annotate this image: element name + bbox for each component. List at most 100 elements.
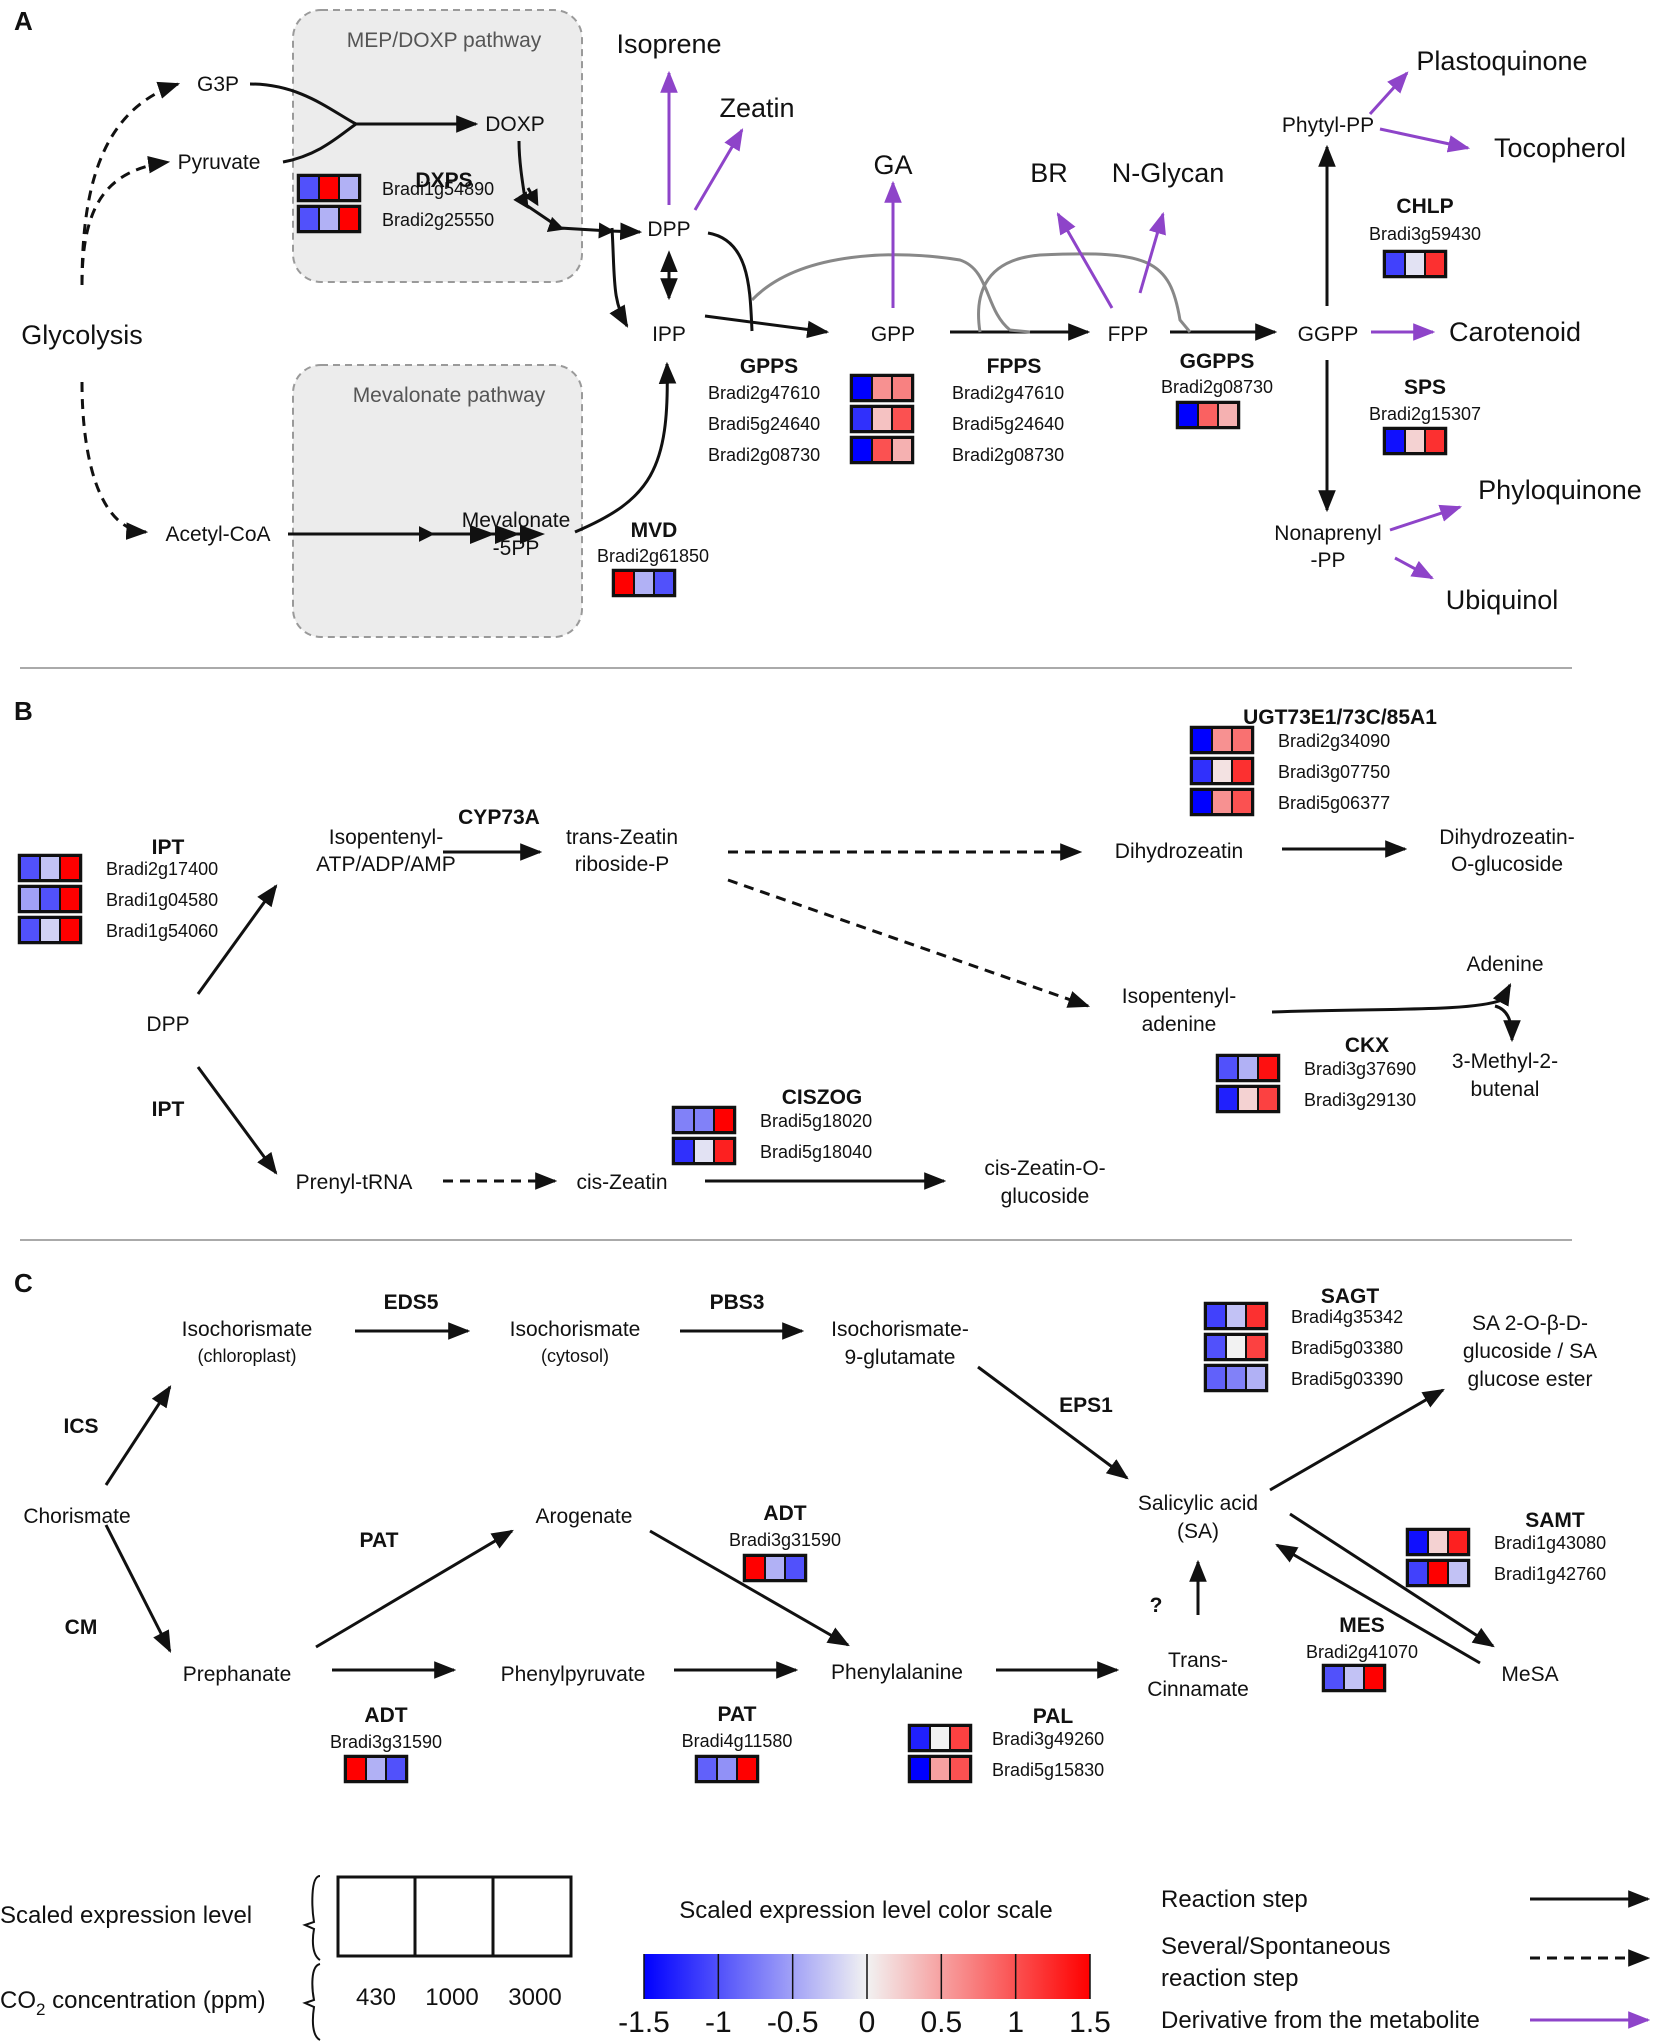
- enzyme-dxps-cell: [338, 175, 360, 201]
- metabolite-sag-2: glucoside / SA: [1463, 1340, 1597, 1363]
- enzyme-pal-cell: [909, 1756, 931, 1782]
- enzyme-samt-gene-id: Bradi1g43080: [1494, 1533, 1606, 1553]
- metabolite-mevalonate-5pp: -5PP: [493, 537, 540, 560]
- enzyme-ugt-cell: [1211, 727, 1233, 753]
- enzyme-ckx-cell: [1237, 1055, 1259, 1081]
- metabolite-sag-3: glucose ester: [1468, 1368, 1593, 1391]
- enzyme-sagt-cell: [1225, 1303, 1247, 1329]
- enzyme-sps-name: SPS: [1404, 376, 1446, 399]
- metabolite-fpp: FPP: [1108, 323, 1149, 346]
- enzyme-ciszog-cell: [713, 1138, 735, 1164]
- enzyme-pal-gene-id: Bradi5g15830: [992, 1760, 1104, 1780]
- enzyme-chlp-gene-id: Bradi3g59430: [1369, 224, 1481, 244]
- enzyme-mvd: MVD Bradi2g61850: [597, 519, 709, 598]
- enzyme-adt-lower-gene-id: Bradi3g31590: [330, 1732, 442, 1752]
- colorscale-tick-label: 0: [859, 2006, 876, 2039]
- enzyme-mvd-name: MVD: [631, 519, 678, 542]
- enzyme-sagt-cell: [1205, 1303, 1227, 1329]
- enzyme-pal-cell: [949, 1756, 971, 1782]
- enzyme-gpps-cell: [871, 437, 893, 463]
- metabolite-dihydrozeatin: Dihydrozeatin: [1115, 840, 1243, 863]
- enzyme-pal-heatmap-row: [907, 1754, 973, 1784]
- metabolite-nonaprenyl-pp: -PP: [1310, 549, 1345, 572]
- enzyme-ipt-heatmap-row: [17, 884, 83, 914]
- enzyme-ggpps-heatmap-row: [1175, 400, 1241, 430]
- enzyme-dxps-heatmap-row: [296, 204, 362, 234]
- metabolite-dpp: DPP: [647, 218, 690, 241]
- enzyme-mvd-heatmap-row: [611, 568, 677, 598]
- enzyme-ipt-cell: [39, 886, 61, 912]
- enzyme-ugt-cell: [1211, 758, 1233, 784]
- enzyme-ipt-heatmap-row: [17, 915, 83, 945]
- metabolite-dihydrozeatin-glucoside-2: O-glucoside: [1451, 853, 1563, 876]
- enzyme-mvd-cell: [653, 570, 675, 596]
- enzyme-adt-lower-cell: [345, 1756, 367, 1782]
- enzyme-sagt-heatmap-row: [1203, 1363, 1269, 1393]
- enzyme-sagt-cell: [1245, 1303, 1267, 1329]
- metabolite-trans-cinnamate-2: Cinnamate: [1147, 1678, 1249, 1701]
- metabolite-phenylalanine: Phenylalanine: [831, 1661, 963, 1684]
- enzyme-mvd-gene-id: Bradi2g61850: [597, 546, 709, 566]
- metabolite-cis-zeatin: cis-Zeatin: [576, 1171, 667, 1194]
- enzyme-pal-heatmap-row: [907, 1723, 973, 1753]
- enzyme-pat-lower-heatmap-row: [694, 1754, 760, 1784]
- enzyme-sagt-heatmap-row: [1203, 1332, 1269, 1362]
- enzyme-mes-cell: [1323, 1665, 1345, 1691]
- enzyme-adt-upper-gene-id: Bradi3g31590: [729, 1530, 841, 1550]
- enzyme-gpps-cell: [891, 406, 913, 432]
- enzyme-samt-cell: [1427, 1560, 1449, 1586]
- label-cytosol: (cytosol): [541, 1346, 609, 1366]
- enzyme-dxps-cell: [338, 206, 360, 232]
- metabolite-dihydrozeatin-glucoside-1: Dihydrozeatin-: [1439, 826, 1574, 849]
- legend-colorscale-title: Scaled expression level color scale: [679, 1897, 1053, 1924]
- metabolite-cis-zeatin-glucoside-1: cis-Zeatin-O-: [984, 1157, 1105, 1180]
- enzyme-dxps-gene-id: Bradi1g54890: [382, 179, 494, 199]
- panel-a: A MEP/DOXP pathway Mevalonate pathway: [14, 6, 1642, 638]
- enzyme-ipt-name: IPT: [152, 836, 185, 859]
- derivative-phyloquinone: Phyloquinone: [1478, 475, 1642, 505]
- enzyme-ciszog-cell: [673, 1138, 695, 1164]
- enzyme-ckx-cell: [1217, 1086, 1239, 1112]
- enzyme-sps-cell: [1404, 428, 1426, 454]
- enzyme-samt-heatmap-row: [1405, 1527, 1471, 1557]
- enzyme-ugt-cell: [1231, 789, 1253, 815]
- metabolite-methylbutenal-1: 3-Methyl-2-: [1452, 1050, 1558, 1073]
- enzyme-ipt-gene-id: Bradi1g04580: [106, 890, 218, 910]
- fpps-gene-1: Bradi2g47610: [952, 383, 1064, 403]
- enzyme-samt-cell: [1407, 1560, 1429, 1586]
- enzyme-sagt-cell: [1245, 1334, 1267, 1360]
- metabolite-g3p: G3P: [197, 73, 239, 96]
- metabolite-adenine: Adenine: [1466, 953, 1543, 976]
- enzyme-dxps-cell: [318, 206, 340, 232]
- enzyme-ugt-gene-id: Bradi5g06377: [1278, 793, 1390, 813]
- enzyme-ugt-heatmap-row: [1189, 787, 1255, 817]
- enzyme-sps-cell: [1384, 428, 1406, 454]
- metabolite-sa: (SA): [1177, 1520, 1219, 1543]
- metabolite-acetyl-coa: Acetyl-CoA: [165, 523, 270, 546]
- enzyme-pat-lower-cell: [736, 1756, 758, 1782]
- enzyme-ipt-cell: [39, 917, 61, 943]
- enzyme-pat-lower-name: PAT: [718, 1703, 757, 1726]
- legend-several-1: Several/Spontaneous: [1161, 1933, 1391, 1960]
- mep-pathway-label: MEP/DOXP pathway: [347, 29, 542, 52]
- enzyme-sagt-heatmap-row: [1203, 1301, 1269, 1331]
- enzyme-ckx-name: CKX: [1345, 1034, 1389, 1057]
- enzyme-adt-lower-cell: [385, 1756, 407, 1782]
- enzyme-ugt-cell: [1191, 789, 1213, 815]
- enzyme-ckx-cell: [1217, 1055, 1239, 1081]
- enzyme-cyp73a: CYP73A: [458, 806, 540, 829]
- metabolite-atp-adp-amp: ATP/ADP/AMP: [316, 853, 456, 876]
- enzyme-adt-upper-name: ADT: [763, 1502, 806, 1525]
- enzyme-dxps-cell: [298, 206, 320, 232]
- enzyme-adt-upper-heatmap-row: [742, 1553, 808, 1583]
- enzyme-eps1: EPS1: [1059, 1394, 1113, 1417]
- enzyme-sagt-gene-id: Bradi5g03390: [1291, 1369, 1403, 1389]
